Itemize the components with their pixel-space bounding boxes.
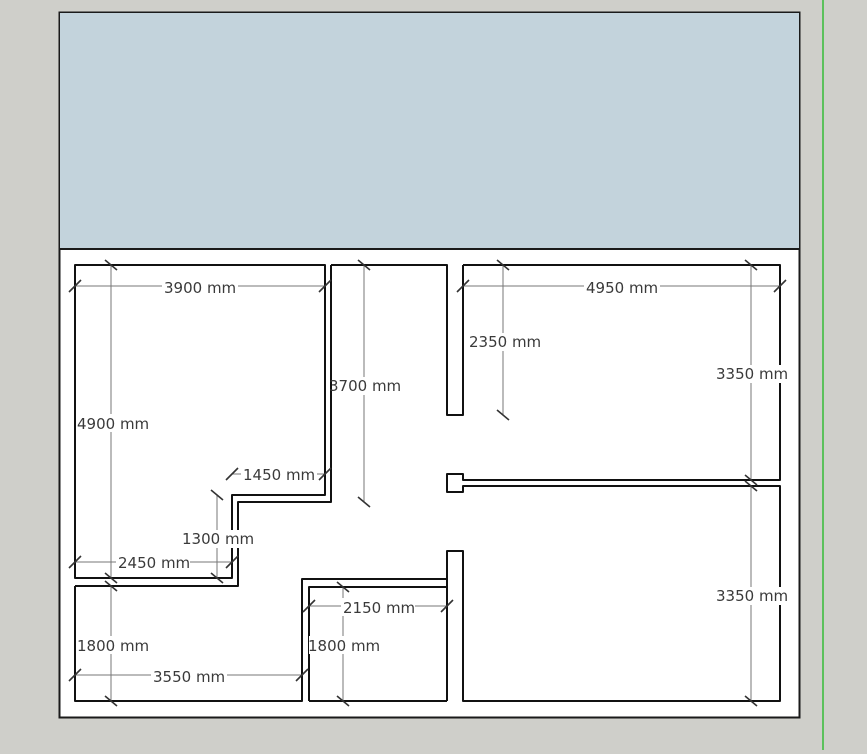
wall-bottom-left-room — [75, 265, 332, 587]
dim-bottom-right-height: 3350 mm — [716, 587, 788, 605]
dim-partition-length: 2350 mm — [469, 333, 541, 351]
vertical-guide-line — [822, 0, 824, 750]
wall-top-left-room — [74, 264, 326, 579]
dim-bottom-mid-height: 1800 mm — [308, 637, 380, 655]
dimension-labels: 3900 mm 4900 mm 3700 mm 2350 mm 4950 mm … — [76, 278, 788, 686]
dim-bottom-left-width: 3550 mm — [153, 668, 225, 686]
dimension-ticks — [68, 259, 787, 707]
dim-step-height: 1300 mm — [182, 530, 254, 548]
dim-top-left-height: 4900 mm — [77, 415, 149, 433]
dim-left-lower-width: 2450 mm — [118, 554, 190, 572]
dim-corridor-length: 3700 mm — [329, 377, 401, 395]
wall-top-right-room — [446, 264, 781, 702]
dim-top-right-height: 3350 mm — [716, 365, 788, 383]
wall-left-outer — [74, 578, 447, 702]
sheet — [58, 11, 801, 719]
dim-top-right-width: 4950 mm — [586, 279, 658, 297]
dim-bottom-left-height: 1800 mm — [77, 637, 149, 655]
wall-corridor-top — [331, 264, 464, 416]
dim-step-width: 1450 mm — [243, 466, 315, 484]
dim-bottom-mid-width: 2150 mm — [343, 599, 415, 617]
title-block-area — [60, 13, 799, 249]
dim-top-left-width: 3900 mm — [164, 279, 236, 297]
